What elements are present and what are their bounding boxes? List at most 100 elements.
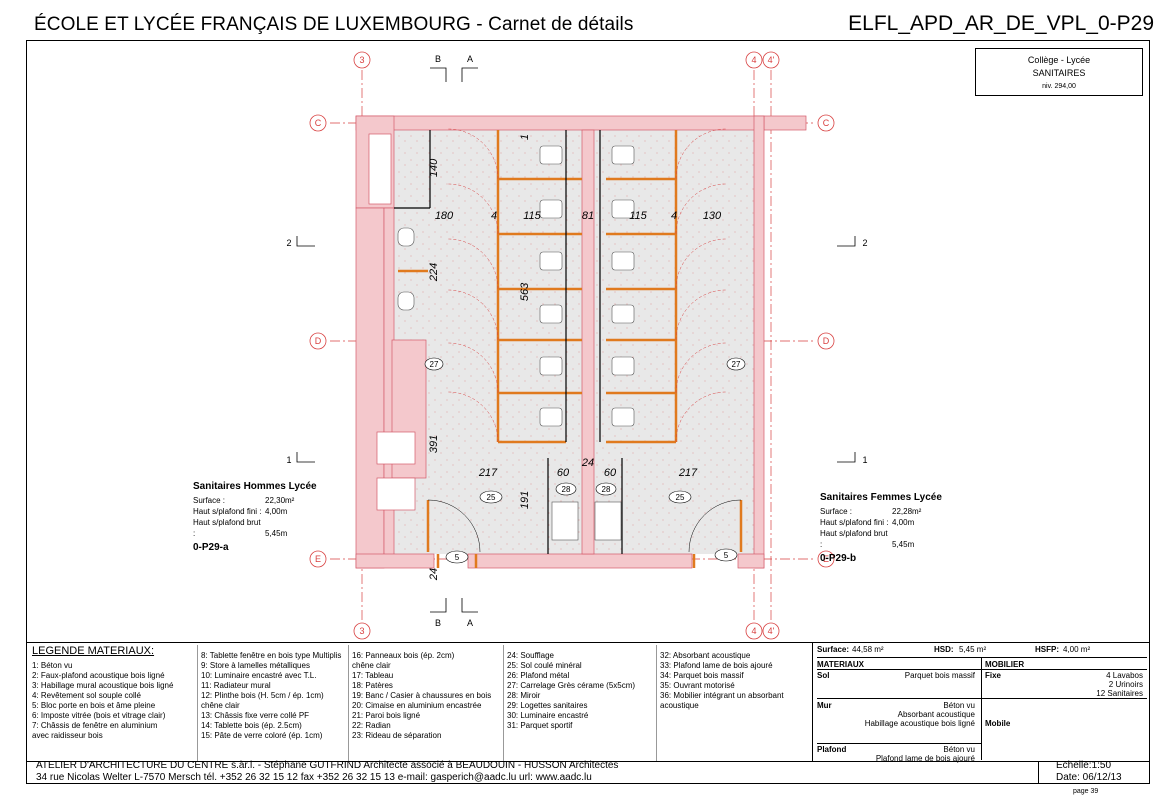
room-stamp: Collège - Lycée SANITAIRES niv. 294,00 [975, 48, 1143, 96]
stamp-line2: SANITAIRES [1032, 68, 1086, 78]
legend-item: 34: Parquet bois massif [660, 671, 744, 680]
legend-item: 36: Mobilier intégrant un absorbant [660, 691, 784, 700]
room-info-hommes: Sanitaires Hommes Lycée Surface :22,30m²… [193, 481, 353, 553]
axis-3-top-bubble [353, 51, 371, 69]
axis-3-bottom-bubble [353, 622, 371, 640]
axis-label: 4' [768, 626, 775, 636]
document-code: ELFL_APD_AR_DE_VPL_0-P29 [848, 12, 1154, 35]
legend-col2: 8: Tablette fenêtre en bois type Multipl… [201, 651, 347, 741]
axis-c-left-bubble [309, 114, 327, 132]
axis-label: E [823, 554, 829, 564]
dimension: 115 [629, 210, 647, 222]
footer-divider [26, 761, 1150, 762]
floor-area [394, 130, 754, 554]
axis-label: D [315, 336, 322, 346]
label: Haut s/plafond brut : [820, 529, 888, 549]
material-tag: 28 [562, 485, 571, 494]
legend-item: 14: Tablette bois (ép. 2.5cm) [201, 721, 302, 730]
axis-label: 3 [359, 55, 364, 65]
mobilier-header: MOBILIER [985, 660, 1025, 669]
axis-label: 3 [359, 626, 364, 636]
section-label: 2 [862, 238, 867, 248]
legend-item: 27: Carrelage Grès cérame (5x5cm) [507, 681, 636, 690]
document-title: ÉCOLE ET LYCÉE FRANÇAIS DE LUXEMBOURG - … [34, 14, 634, 35]
legend-item: 18: Patères [352, 681, 393, 690]
stamp-line1: Collège - Lycée [1027, 55, 1091, 65]
label: Haut s/plafond brut : [193, 518, 261, 538]
plafond-value: Béton vu [943, 745, 975, 754]
label: Haut s/plafond fini : [193, 507, 262, 516]
vertical-divider [812, 642, 813, 762]
walls [355, 115, 807, 569]
fixe-label: Fixe [985, 671, 1002, 680]
material-tag: 25 [487, 493, 496, 502]
axis-4-bottom-bubble [745, 622, 763, 640]
stall-partitions [398, 130, 743, 568]
value: 5,45 m² [959, 645, 987, 654]
legend-item: 29: Logettes sanitaires [507, 701, 588, 710]
dimension: 60 [557, 467, 570, 479]
footer-address: ATELIER D'ARCHITECTURE DU CENTRE s.àr.l.… [36, 760, 618, 784]
dimension: 81 [582, 210, 594, 222]
axis-label: D [823, 336, 830, 346]
room-title: Sanitaires Femmes Lycée [820, 492, 942, 503]
material-tag: 25 [676, 493, 685, 502]
room-ref: 0-P29-b [820, 553, 857, 564]
sol-value: Parquet bois massif [904, 671, 975, 680]
legend-item: 16: Panneaux bois (ép. 2cm) [352, 651, 455, 660]
axis-d-right-bubble [817, 332, 835, 350]
legend-item: 26: Plafond métal [507, 671, 570, 680]
material-tag: 27 [430, 360, 439, 369]
axis-label: C [315, 118, 322, 128]
stamp-level: niv. 294,00 [1042, 83, 1076, 90]
dimension: 140 [428, 158, 440, 177]
section-label: 1 [286, 455, 291, 465]
value: 5,45m [265, 529, 288, 538]
legend-item: 3: Habillage mural acoustique bois ligné [32, 681, 174, 690]
fixe-value: 12 Sanitaires [1096, 689, 1143, 698]
dimension: 217 [678, 467, 698, 479]
label: Haut s/plafond fini : [820, 518, 889, 527]
scale: Echelle:1:50 [1056, 760, 1112, 771]
room-title: Sanitaires Hommes Lycée [193, 481, 317, 492]
legend-item: 12: Plinthe bois (H. 5cm / ép. 1cm) [201, 691, 324, 700]
axis-4p-top-bubble [762, 51, 780, 69]
label: Surface : [820, 507, 853, 516]
legend-item: 30: Luminaire encastré [507, 711, 589, 720]
legend-item: 22: Radian [352, 721, 391, 730]
plafond-label: Plafond [817, 745, 847, 754]
axis-label: E [315, 554, 321, 564]
dimension: 224 [428, 263, 440, 282]
axis-label: C [823, 118, 830, 128]
legend-item: 6: Imposte vitrée (bois et vitrage clair… [32, 711, 166, 720]
mobile-label: Mobile [985, 719, 1011, 728]
legend-item: 20: Cimaise en aluminium encastrée [352, 701, 482, 710]
dimension: 191 [519, 491, 531, 509]
legend-item: chêne clair [352, 661, 391, 670]
section-label: A [467, 54, 473, 64]
legend-item: 10: Luminaire encastré avec T.L. [201, 671, 317, 680]
dimension: 115 [523, 210, 541, 222]
value: 22,28m² [892, 507, 922, 516]
dimension: 563 [519, 282, 531, 301]
dimension: 4 [671, 210, 677, 222]
dimension: 1 [519, 134, 531, 140]
legend-item: 31: Parquet sportif [507, 721, 573, 730]
legend-item: 4: Revêtement sol souple collé [32, 691, 141, 700]
legend-item: 25: Sol coulé minéral [507, 661, 582, 670]
legend-item: 2: Faux-plafond acoustique bois ligné [32, 671, 165, 680]
material-tag: 5 [724, 551, 729, 560]
mur-value: Béton vu [943, 701, 975, 710]
label: Surface: [817, 645, 850, 654]
axis-d-left-bubble [309, 332, 327, 350]
floor-plan: 3 4 4' 3 4 4' C C D D E E B A B A 2 2 1 … [286, 51, 868, 640]
dimension: 130 [703, 210, 722, 222]
fixe-value: 2 Urinoirs [1108, 680, 1143, 689]
axis-label: 4 [751, 626, 756, 636]
legend-item: 24: Soufflage [507, 651, 555, 660]
legend-item: 7: Châssis de fenêtre en aluminium [32, 721, 158, 730]
legend-item: avec raidisseur bois [32, 731, 103, 740]
legend-item: chêne clair [201, 701, 240, 710]
